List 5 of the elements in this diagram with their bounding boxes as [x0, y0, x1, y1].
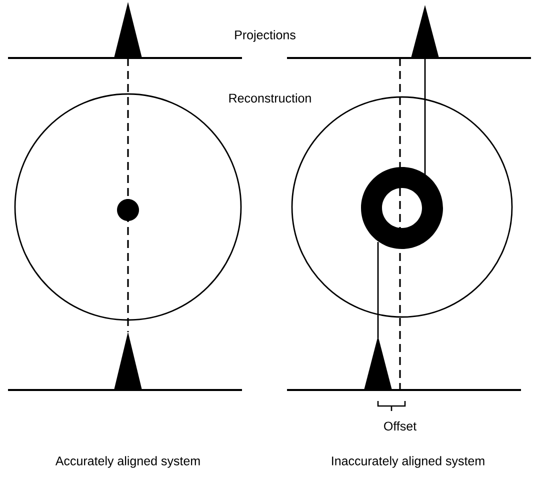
section-label: Reconstruction [229, 93, 311, 103]
section-label: Projections [235, 30, 296, 42]
panel-caption: Inaccurately aligned system [332, 456, 484, 468]
panel-caption: Accurately aligned system [55, 456, 200, 468]
offset-label: Offset [384, 421, 416, 431]
